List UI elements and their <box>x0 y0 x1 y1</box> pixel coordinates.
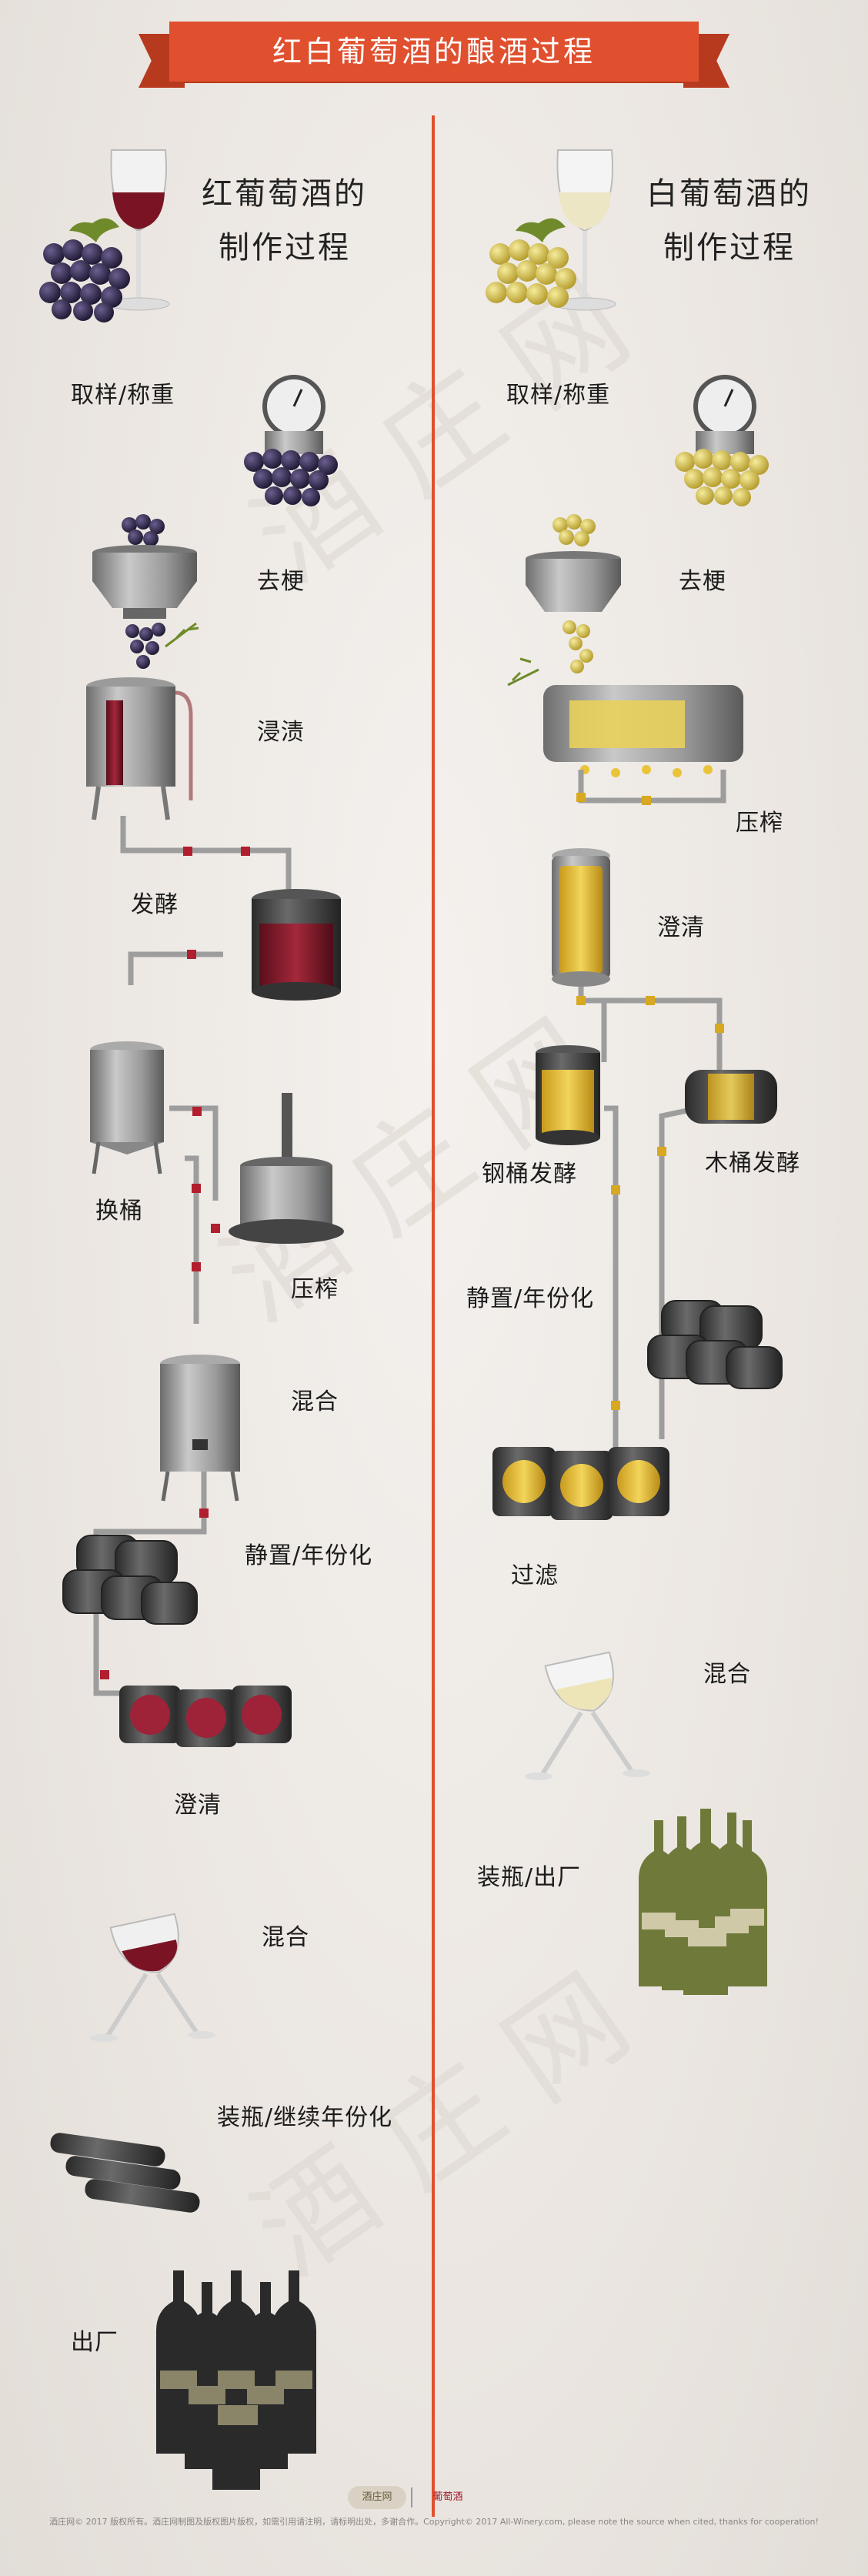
column-divider <box>432 115 435 2517</box>
white-section-title-line1: 白葡萄酒的 <box>646 176 812 212</box>
red-step-rack: 换桶 <box>95 1198 143 1225</box>
white-bottles-icon <box>639 1809 767 1995</box>
white-wine-glass-icon <box>553 149 616 311</box>
red-section-title-line1: 红葡萄酒的 <box>202 176 367 212</box>
steel-tank-icon <box>160 1355 240 1502</box>
steel-tank-icon <box>536 1045 600 1145</box>
red-step-ship: 出厂 <box>71 2329 119 2356</box>
red-step-ferment: 发酵 <box>131 891 179 918</box>
tilted-glass-icon <box>90 1913 215 2042</box>
footer-copyright: 酒庄网© 2017 版权所有。酒庄网制图及版权图片版权，如需引用请注明，请标明出… <box>49 2517 819 2527</box>
red-grapes-icon <box>39 218 130 322</box>
red-step-clarify: 澄清 <box>174 1792 222 1819</box>
scale-icon <box>675 375 769 506</box>
banner-bar <box>169 22 699 82</box>
white-step-barrel: 木桶发酵 <box>705 1150 800 1177</box>
footer-logo-divider <box>411 2487 412 2508</box>
footer-logo-left: 酒庄网 <box>348 2486 406 2509</box>
white-section-title-line2: 制作过程 <box>663 230 796 266</box>
tilted-glass-icon <box>525 1651 650 1780</box>
red-step-bottle: 装瓶/继续年份化 <box>217 2104 393 2131</box>
red-step-age: 静置/年份化 <box>245 1542 373 1569</box>
flow-arrow-icon <box>100 847 250 1679</box>
footer: 酒庄网 葡萄酒 酒庄网© 2017 版权所有。酒庄网制图及版权图片版权，如需引用… <box>0 2486 868 2571</box>
bottle-group-icon <box>156 2270 316 2490</box>
fermentation-tank-icon <box>86 677 193 820</box>
red-step-destem: 去梗 <box>257 568 305 595</box>
white-step-age: 静置/年份化 <box>466 1285 595 1312</box>
white-grapes-icon <box>486 218 576 308</box>
white-step-destem: 去梗 <box>679 568 726 595</box>
red-step-blend1: 混合 <box>291 1388 339 1415</box>
cask-row-icon <box>492 1447 669 1520</box>
drum-press-icon <box>543 685 743 777</box>
barrel-stack-icon <box>647 1300 783 1389</box>
flow-arrow-icon <box>576 793 724 1410</box>
hopper-icon <box>92 514 199 669</box>
vat-icon <box>252 889 341 1001</box>
red-step-macerate: 浸渍 <box>257 719 305 746</box>
white-step-clarify: 澄清 <box>657 914 705 941</box>
white-step-bottle: 装瓶/出厂 <box>477 1864 582 1891</box>
wine-press-icon <box>229 1093 344 1244</box>
white-step-weigh: 取样/称重 <box>506 382 611 409</box>
red-step-weigh: 取样/称重 <box>71 382 175 409</box>
hopper-icon <box>507 514 621 687</box>
page-title: 红白葡萄酒的酿酒过程 <box>272 35 596 68</box>
white-step-filter: 过滤 <box>511 1562 559 1589</box>
white-step-steel: 钢桶发酵 <box>482 1161 577 1188</box>
red-wine-glass-icon <box>107 149 170 311</box>
red-step-press: 压榨 <box>291 1276 339 1303</box>
red-step-blend2: 混合 <box>262 1924 309 1951</box>
barrel-icon <box>685 1070 777 1124</box>
title-banner: 红白葡萄酒的酿酒过程 <box>139 17 729 91</box>
barrel-stack-icon <box>62 1535 198 1625</box>
scale-icon <box>244 375 338 506</box>
steel-tank-icon <box>90 1041 164 1174</box>
clarify-tank-icon <box>552 848 610 987</box>
footer-logo-right: 葡萄酒 <box>432 2491 463 2503</box>
red-section-title-line2: 制作过程 <box>219 230 351 266</box>
lying-bottles-icon <box>50 2133 200 2213</box>
cask-row-icon <box>119 1686 292 1747</box>
white-step-blend: 混合 <box>703 1661 751 1688</box>
white-step-press: 压榨 <box>736 810 783 837</box>
